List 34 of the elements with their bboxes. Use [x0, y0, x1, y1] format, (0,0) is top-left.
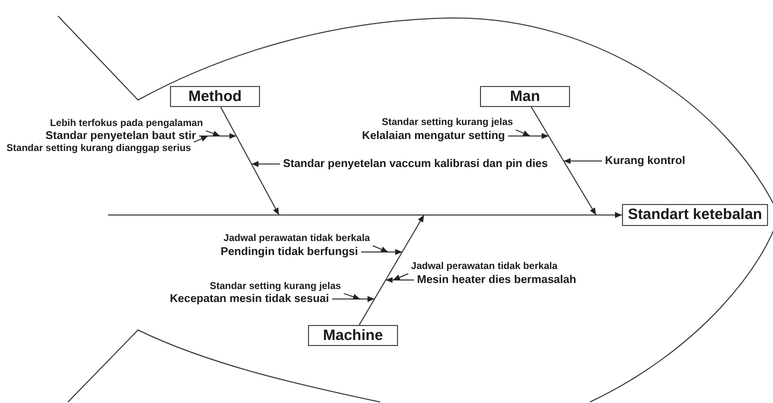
- category-box: [308, 325, 398, 346]
- arrow: [563, 158, 602, 164]
- cause-text: Kelalaian mengatur setting: [362, 130, 505, 142]
- bone-arrow: [358, 214, 424, 326]
- category-label: Method: [188, 88, 242, 106]
- effect-box: [622, 204, 768, 226]
- arrow: [515, 129, 530, 136]
- cause-text: Pendingin tidak berfungsi: [220, 246, 358, 258]
- arrow: [250, 161, 280, 167]
- sub-cause-text: Standar setting kurang jelas: [210, 281, 341, 293]
- cause-text: Standar penyetelan baut stir: [46, 130, 196, 142]
- sub-cause-text: Standar setting kurang dianggap serius: [6, 143, 191, 155]
- arrow: [343, 293, 360, 300]
- sub-cause-text: Standar setting kurang jelas: [382, 117, 513, 129]
- arrow: [205, 130, 220, 136]
- category-box: [480, 86, 570, 107]
- arrow: [372, 245, 388, 252]
- cause-text: Kecepatan mesin tidak sesuai: [170, 292, 329, 306]
- sub-cause-text: Lebih terfokus pada pengalaman: [50, 118, 203, 130]
- arrow: [508, 133, 550, 139]
- arrow: [392, 273, 409, 280]
- arrow: [332, 296, 375, 302]
- sub-cause-text: Jadwal perawatan tidak berkala: [411, 261, 558, 273]
- category-label: Machine: [322, 326, 383, 344]
- arrow: [360, 249, 403, 255]
- cause-text: Standar penyetelan vaccum kalibrasi dan pin dies: [283, 158, 548, 170]
- category-box: [170, 86, 260, 107]
- cause-text: Mesin heater dies bermasalah: [417, 274, 576, 286]
- sub-cause-text: Jadwal perawatan tidak berkala: [224, 233, 370, 245]
- cause-text: Kurang kontrol: [605, 154, 686, 168]
- effect-label: Standart ketebalan: [628, 206, 762, 224]
- arrow: [385, 277, 414, 283]
- bone-arrow: [530, 106, 596, 216]
- category-label: Man: [510, 88, 540, 106]
